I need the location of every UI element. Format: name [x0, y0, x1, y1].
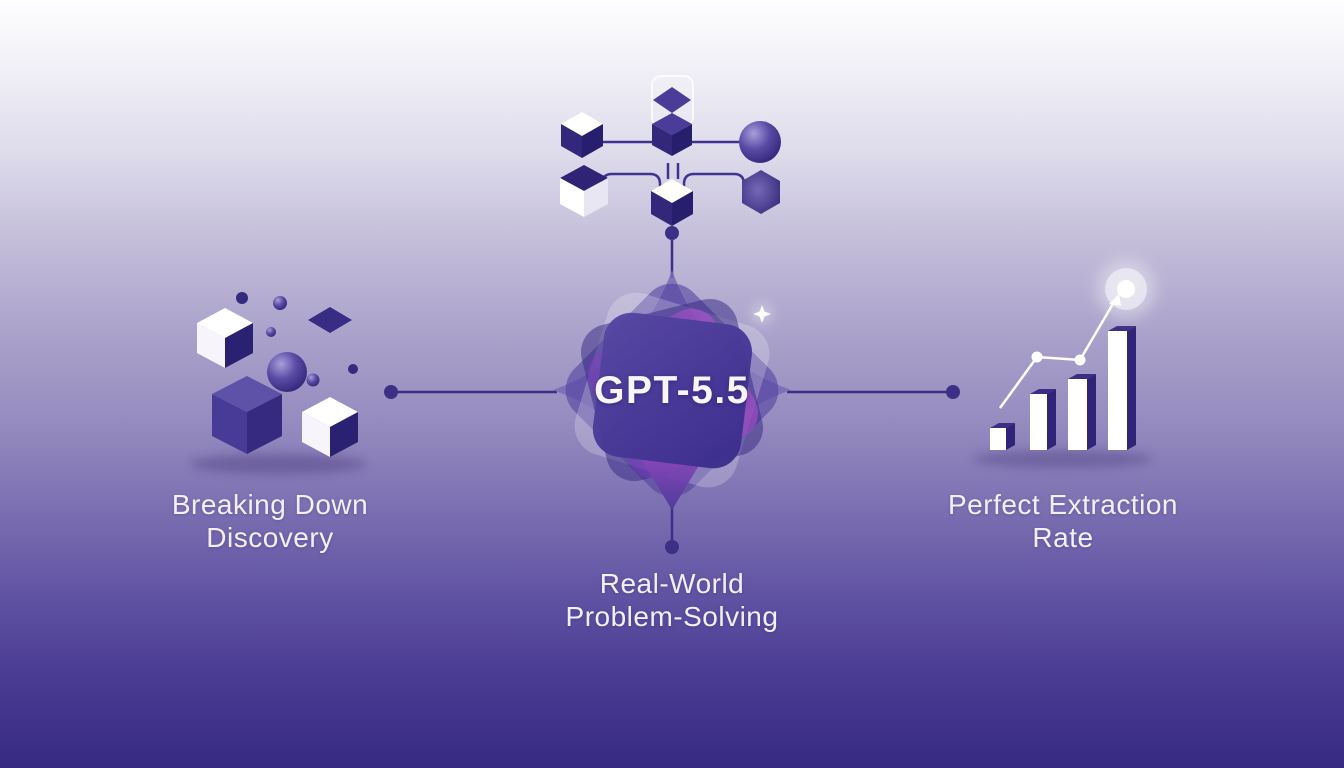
- trend-line-icon: [998, 294, 1121, 409]
- connector-bottom: [665, 506, 679, 554]
- large-sphere-icon: [267, 352, 307, 392]
- left-label-line2: Discovery: [206, 522, 334, 553]
- right-node-label: Perfect Extraction Rate: [863, 488, 1263, 554]
- bottom-label-line2: Problem-Solving: [565, 601, 779, 632]
- connector-left: [384, 385, 557, 399]
- glass-container-icon: [651, 75, 694, 127]
- bottom-label-line1: Real-World: [599, 568, 745, 599]
- network-of-cubes-and-spheres-icon: [560, 75, 781, 226]
- glow-target-icon: [1096, 259, 1156, 319]
- rising-bar-chart-with-trend-arrow-icon: [973, 259, 1156, 468]
- sphere-icon: [739, 121, 781, 163]
- bar-4: [1108, 326, 1136, 450]
- bottom-node-label: Real-World Problem-Solving: [472, 567, 872, 633]
- right-label-line1: Perfect Extraction: [948, 489, 1178, 520]
- scattered-3d-cubes-icon: [190, 292, 366, 474]
- center-node-title: GPT-5.5: [594, 369, 750, 412]
- connector-right: [787, 385, 960, 399]
- sparkle-icon: [753, 305, 771, 323]
- layered-star-badge-icon: [553, 270, 791, 510]
- white-faced-cube-icon: [560, 165, 608, 217]
- white-cube-icon: [197, 308, 253, 368]
- white-cube-icon: [302, 397, 358, 457]
- left-label-line1: Breaking Down: [171, 489, 369, 520]
- flat-diamond-icon: [308, 307, 352, 333]
- right-label-line2: Rate: [1032, 522, 1094, 553]
- large-purple-cube-icon: [212, 376, 282, 454]
- hexagon-node-icon: [742, 170, 780, 214]
- white-top-cube-icon: [651, 179, 693, 226]
- white-cube-icon: [561, 112, 603, 158]
- bar-1: [990, 423, 1015, 450]
- bar-3: [1068, 374, 1096, 450]
- purple-cube-icon: [652, 113, 692, 156]
- bar-2: [1030, 389, 1056, 450]
- left-node-label: Breaking Down Discovery: [70, 488, 470, 554]
